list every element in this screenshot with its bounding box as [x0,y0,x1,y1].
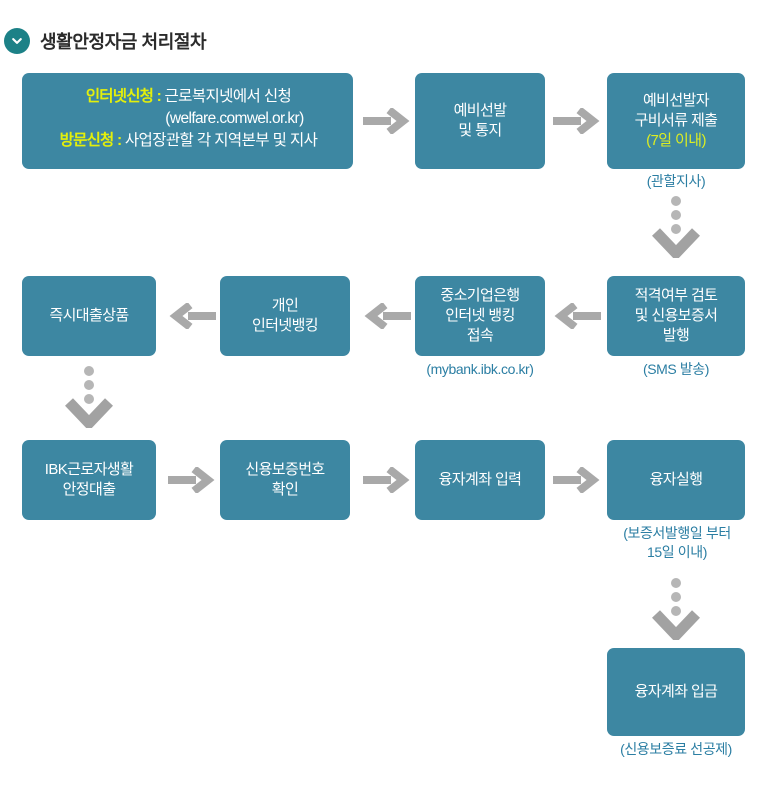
node-row-internet-application: 인터넷신청 : 근로복지넷에서 신청 [38,86,339,108]
node-internet-visit-application: 인터넷신청 : 근로복지넷에서 신청 (welfare.comwel.or.kr… [22,73,353,169]
eligibility-review-line2: 및 신용보증서 [634,307,718,325]
arrow-right-icon [363,108,411,134]
caption-document-submission: (관할지사) [646,173,706,189]
document-submission-line1: 예비선발자 [642,92,710,110]
arrow-right-icon [168,467,216,493]
guarantee-number-check-line1: 신용보증번호 [245,461,325,479]
visit-application-value: 사업장관할 각 지역본부 및 지사 [124,132,318,149]
node-eligibility-review: 적격여부 검토 및 신용보증서 발행 [607,276,745,356]
internet-application-label: 인터넷신청 [85,88,154,105]
arrow-left-icon [553,303,601,329]
eligibility-review-line3: 발행 [662,326,690,344]
dotted-arrow-down-icon [648,196,704,258]
arrow-right-icon [553,108,601,134]
ibk-worker-loan-line1: IBK근로자생활 [44,461,134,479]
application-url-value: (welfare.comwel.or.kr) [165,110,304,127]
preliminary-selection-line1: 예비선발 [453,102,507,120]
internet-application-sep: : [153,88,165,105]
arrow-left-icon [168,303,216,329]
node-loan-account-input: 융자계좌 입력 [415,440,545,520]
node-row-application-url: (welfare.comwel.or.kr) [38,108,339,130]
node-document-submission: 예비선발자 구비서류 제출 (7일 이내) [607,73,745,169]
visit-application-sep: : [113,132,125,149]
arrow-left-icon [363,303,411,329]
node-loan-account-deposit: 융자계좌 입금 [607,648,745,736]
node-personal-internet-banking: 개인 인터넷뱅킹 [220,276,350,356]
document-submission-deadline: (7일 이내) [646,131,706,149]
arrow-right-icon [553,467,601,493]
eligibility-review-line1: 적격여부 검토 [634,287,718,305]
instant-loan-product-line1: 즉시대출상품 [49,307,129,325]
loan-account-deposit-line1: 융자계좌 입금 [634,683,718,701]
node-ibk-internet-banking: 중소기업은행 인터넷 뱅킹 접속 [415,276,545,356]
node-loan-execution: 융자실행 [607,440,745,520]
node-instant-loan-product: 즉시대출상품 [22,276,156,356]
ibk-internet-banking-line1: 중소기업은행 [440,287,520,305]
internet-application-value: 근로복지넷에서 신청 [164,88,292,105]
preliminary-selection-line2: 및 통지 [458,122,502,139]
page-title: 생활안정자금 처리절차 [0,24,207,58]
dotted-arrow-down-icon [648,578,704,640]
chevron-down-icon [4,28,30,54]
personal-internet-banking-line1: 개인 [271,297,299,315]
node-guarantee-number-check: 신용보증번호 확인 [220,440,350,520]
visit-application-label: 방문신청 [59,132,115,149]
loan-account-input-line1: 융자계좌 입력 [438,471,522,489]
ibk-worker-loan-line2: 안정대출 [62,481,116,498]
node-preliminary-selection: 예비선발 및 통지 [415,73,545,169]
page-title-text: 생활안정자금 처리절차 [40,32,207,52]
node-ibk-worker-loan: IBK근로자생활 안정대출 [22,440,156,520]
document-submission-line2: 구비서류 제출 [634,112,718,130]
ibk-internet-banking-line3: 접속 [466,326,494,344]
arrow-right-icon [363,467,411,493]
caption-loan-account-deposit: (신용보증료 선공제) [620,741,732,757]
guarantee-number-check-line2: 확인 [271,481,299,498]
caption-loan-execution: (보증서발행일 부터 15일 이내) [623,525,731,560]
node-row-visit-application: 방문신청 : 사업장관할 각 지역본부 및 지사 [38,130,339,152]
dotted-arrow-down-icon [61,366,117,428]
caption-ibk-internet-banking: (mybank.ibk.co.kr) [426,361,534,377]
ibk-internet-banking-line2: 인터넷 뱅킹 [445,307,515,325]
loan-execution-line1: 융자실행 [649,471,703,489]
personal-internet-banking-line2: 인터넷뱅킹 [251,317,319,334]
caption-eligibility-review: (SMS 발송) [642,361,710,377]
